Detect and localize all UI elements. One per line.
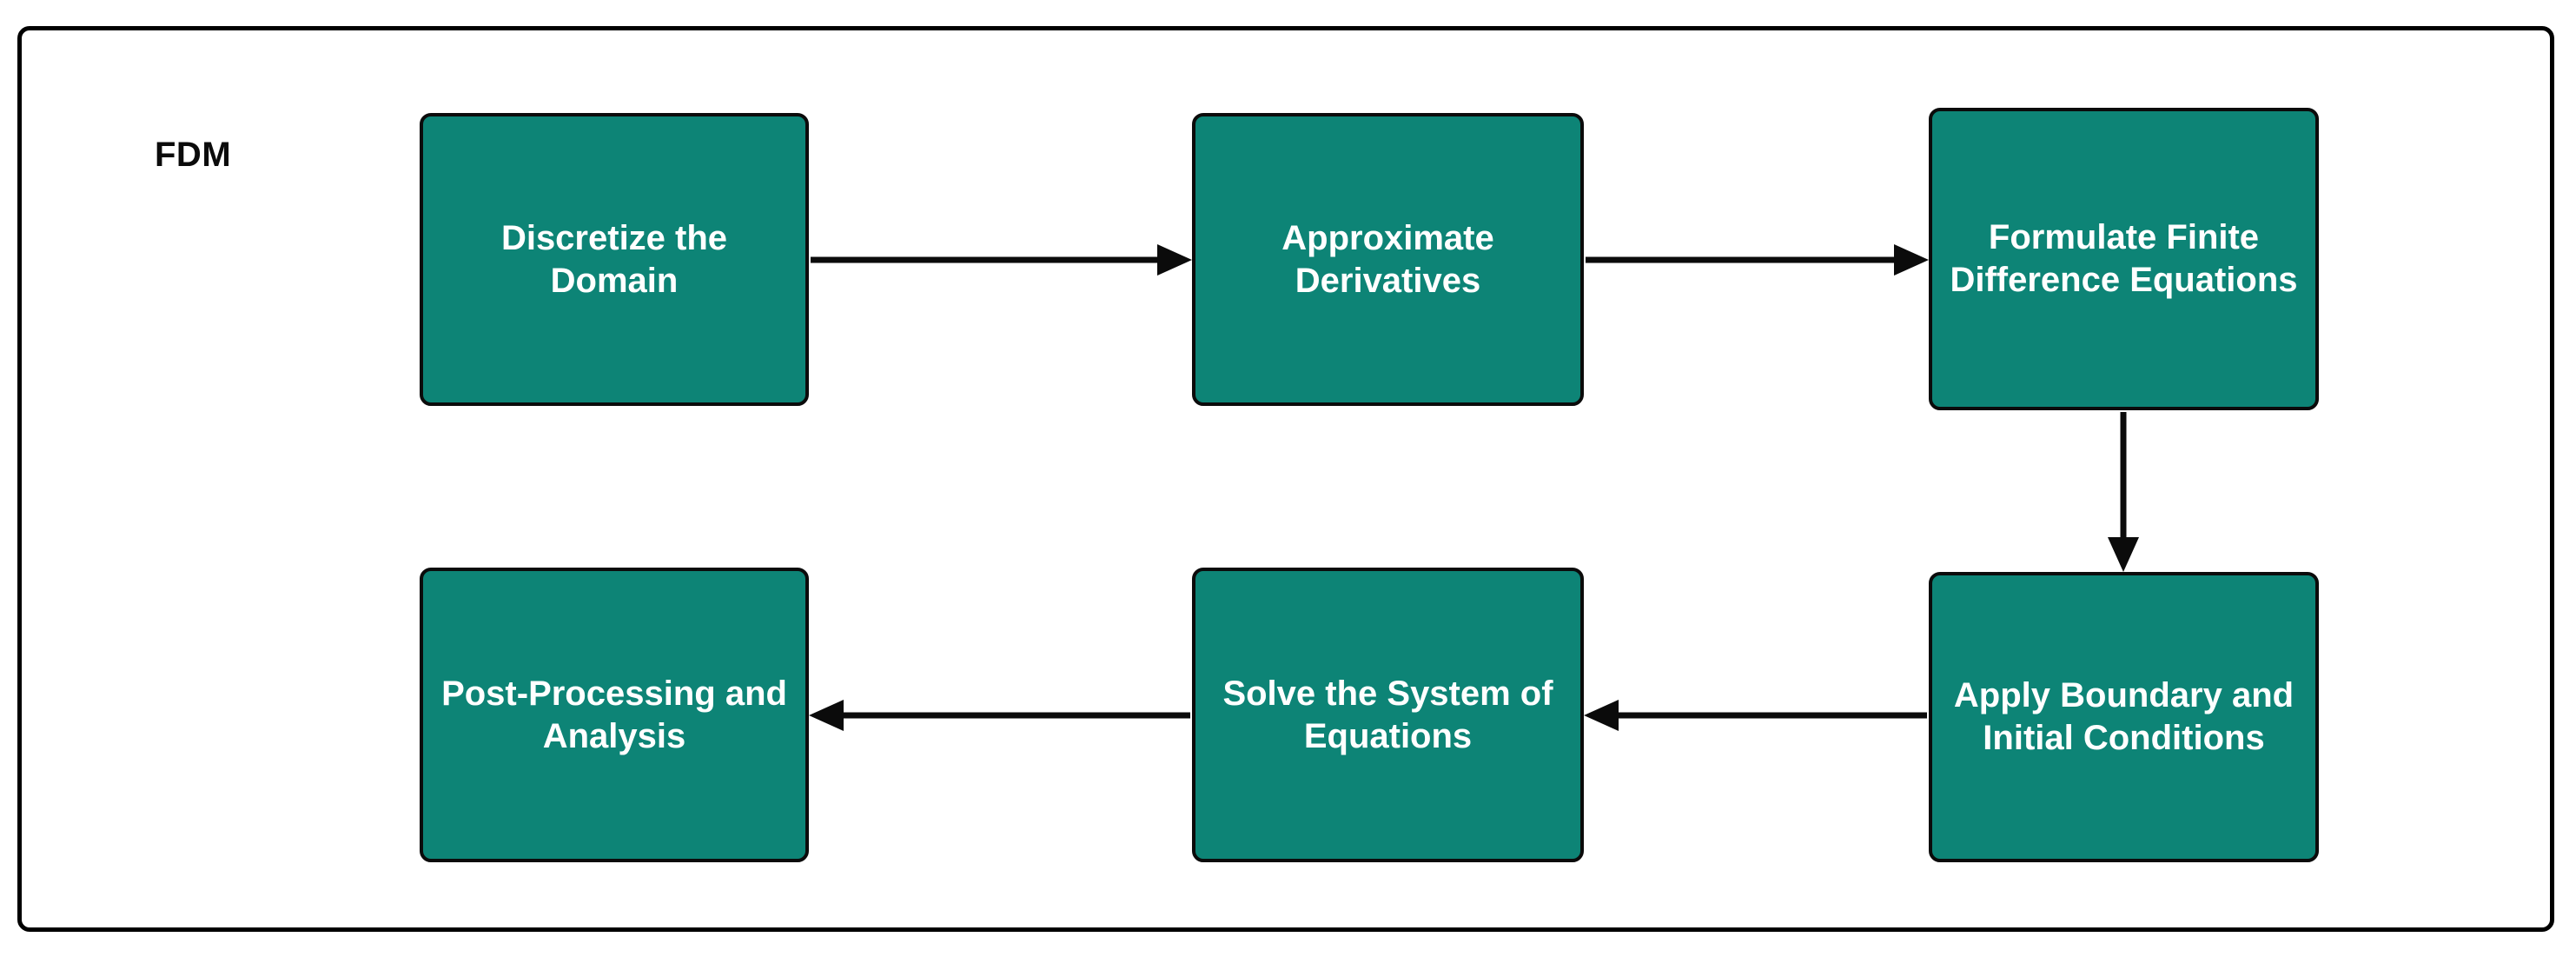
node-label: Formulate Finite Difference Equations <box>1950 218 2298 299</box>
node-label: Approximate Derivatives <box>1281 218 1494 300</box>
node-approximate-derivatives[interactable]: Approximate Derivatives <box>1192 113 1584 406</box>
node-apply-boundary-and-initial-conditions[interactable]: Apply Boundary and Initial Conditions <box>1929 572 2319 862</box>
node-formulate-finite-difference-equations[interactable]: Formulate Finite Difference Equations <box>1929 108 2319 410</box>
node-label: Post-Processing and Analysis <box>441 674 787 755</box>
node-discretize-the-domain[interactable]: Discretize the Domain <box>420 113 809 406</box>
node-label: Discretize the Domain <box>500 218 728 300</box>
node-post-processing-and-analysis[interactable]: Post-Processing and Analysis <box>420 568 809 862</box>
node-solve-the-system-of-equations[interactable]: Solve the System of Equations <box>1192 568 1584 862</box>
subgraph-title-fdm: FDM <box>155 136 232 174</box>
node-label: Solve the System of Equations <box>1222 674 1553 755</box>
node-label: Apply Boundary and Initial Conditions <box>1953 676 2295 757</box>
